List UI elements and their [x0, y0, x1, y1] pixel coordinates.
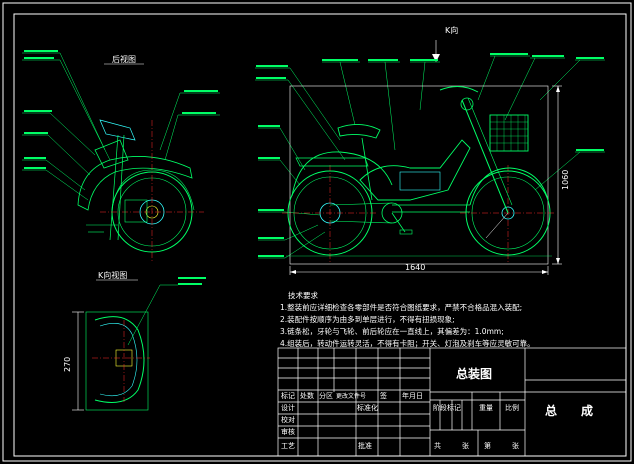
k-view-title: K向视图 — [98, 270, 127, 280]
tech-item-2: 2.装配件按顺序为由多到单层进行，不得有扭损现象; — [280, 314, 455, 324]
stage-mark-label: 阶段标记 — [433, 403, 461, 412]
row-process: 工艺 — [281, 442, 295, 450]
tech-item-4: 4.组装后，转动件运转灵活，不得有卡阻；开关、灯泡及刹车等应灵敏可靠。 — [280, 338, 535, 348]
side-leader-text — [256, 53, 604, 257]
envelope-box — [289, 85, 549, 265]
sheets-label: 张 — [462, 441, 469, 450]
row-check: 校对 — [281, 415, 295, 424]
rear-view-title: 后视图 — [112, 54, 136, 64]
approve-label: 批准 — [358, 441, 372, 450]
standardize-label: 标准化 — [357, 403, 378, 412]
title-block — [277, 347, 627, 457]
height-dim: 1060 — [561, 170, 570, 190]
basket — [489, 114, 529, 152]
length-dim: 1640 — [405, 263, 425, 272]
k-view-width-dim: 270 — [63, 357, 72, 372]
k-arrow-label: K向 — [445, 25, 458, 35]
rear-leaders — [22, 52, 220, 201]
row-review: 审核 — [281, 427, 295, 436]
drawing-name: 总装图 — [456, 366, 492, 381]
header-date: 年月日 — [402, 391, 423, 400]
rear-leader-text — [24, 50, 218, 169]
sheet-label: 张 — [512, 441, 519, 450]
header-mark: 标记 — [281, 391, 295, 400]
side-leaders — [255, 55, 605, 259]
row-design: 设计 — [281, 403, 295, 412]
side-view: K向 — [255, 25, 605, 275]
header-zone: 分区 — [319, 391, 333, 400]
header-change-doc: 更改文件号 — [336, 392, 366, 400]
assembly-name: 总 成 — [545, 403, 593, 418]
weight-label: 重量 — [479, 404, 493, 412]
tech-item-3: 3.链条松，牙轮与飞轮、前后轮应在一直线上，其偏差为：1.0mm; — [280, 326, 504, 336]
rear-view: 后视图 — [22, 50, 220, 262]
header-sign: 签 — [380, 391, 387, 400]
k-view: K向视图 270 — [63, 270, 206, 411]
sheets-total: 共 — [434, 441, 441, 450]
tech-title: 技术要求 — [288, 290, 318, 300]
tech-item-1: 1.整装前应详细检查各零部件是否符合图纸要求，严禁不合格品混入装配; — [280, 302, 522, 312]
sheet-no: 第 — [484, 441, 491, 450]
scale-label: 比例 — [505, 403, 519, 412]
header-count: 处数 — [300, 391, 314, 400]
tech-requirements: 技术要求 1.整装前应详细检查各零部件是否符合图纸要求，严禁不合格品混入装配; … — [280, 290, 535, 348]
title-block-text: 总装图 总 成 标记 处数 分区 更改文件号 签 年月日 设计 校对 审核 工艺… — [281, 366, 593, 450]
